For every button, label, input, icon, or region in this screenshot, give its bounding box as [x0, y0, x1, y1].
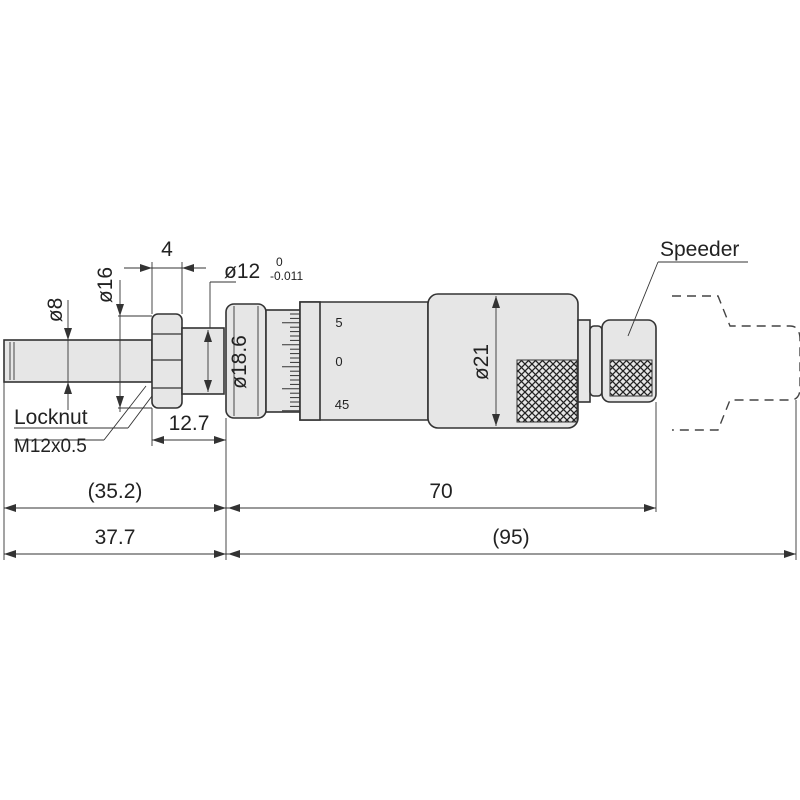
label-spindle-dia: ø8 — [44, 298, 67, 323]
thimble-knurl — [516, 359, 578, 423]
label-sleeve-dia: ø18.6 — [228, 335, 251, 389]
ratchet-dashed-outline — [672, 295, 800, 431]
label-stem-tol-upper: 0 — [276, 255, 283, 269]
dimension-lines — [4, 264, 796, 558]
micrometer-outline — [3, 293, 800, 431]
scale-label-mid: 0 — [335, 354, 342, 369]
label-nut-width: 4 — [161, 238, 173, 261]
label-locknut: Locknut — [14, 406, 88, 429]
leader-lines — [14, 261, 748, 441]
stem — [181, 327, 225, 395]
speeder-knurl — [609, 359, 653, 397]
label-speeder: Speeder — [660, 238, 739, 261]
scale-label-top: 5 — [335, 315, 342, 330]
locknut — [151, 313, 183, 409]
label-stem-dia: ø12 — [224, 260, 260, 283]
label-nut-dia: ø16 — [94, 267, 117, 303]
label-stem-length: 12.7 — [169, 412, 210, 435]
scale-label-bottom: 45 — [335, 397, 349, 412]
spindle — [3, 339, 153, 383]
dimension-labels: ø8 ø16 4 ø12 0 -0.011 ø18.6 ø21 Speeder … — [14, 238, 739, 549]
label-ref-95: (95) — [492, 526, 529, 549]
label-thimble-dia: ø21 — [470, 344, 493, 380]
label-locknut-thread: M12x0.5 — [14, 436, 87, 457]
label-length-37: 37.7 — [95, 526, 136, 549]
label-ref-35: (35.2) — [88, 480, 143, 503]
extension-lines — [3, 262, 797, 560]
label-stem-tol-lower: -0.011 — [270, 269, 303, 283]
label-length-70: 70 — [429, 480, 452, 503]
